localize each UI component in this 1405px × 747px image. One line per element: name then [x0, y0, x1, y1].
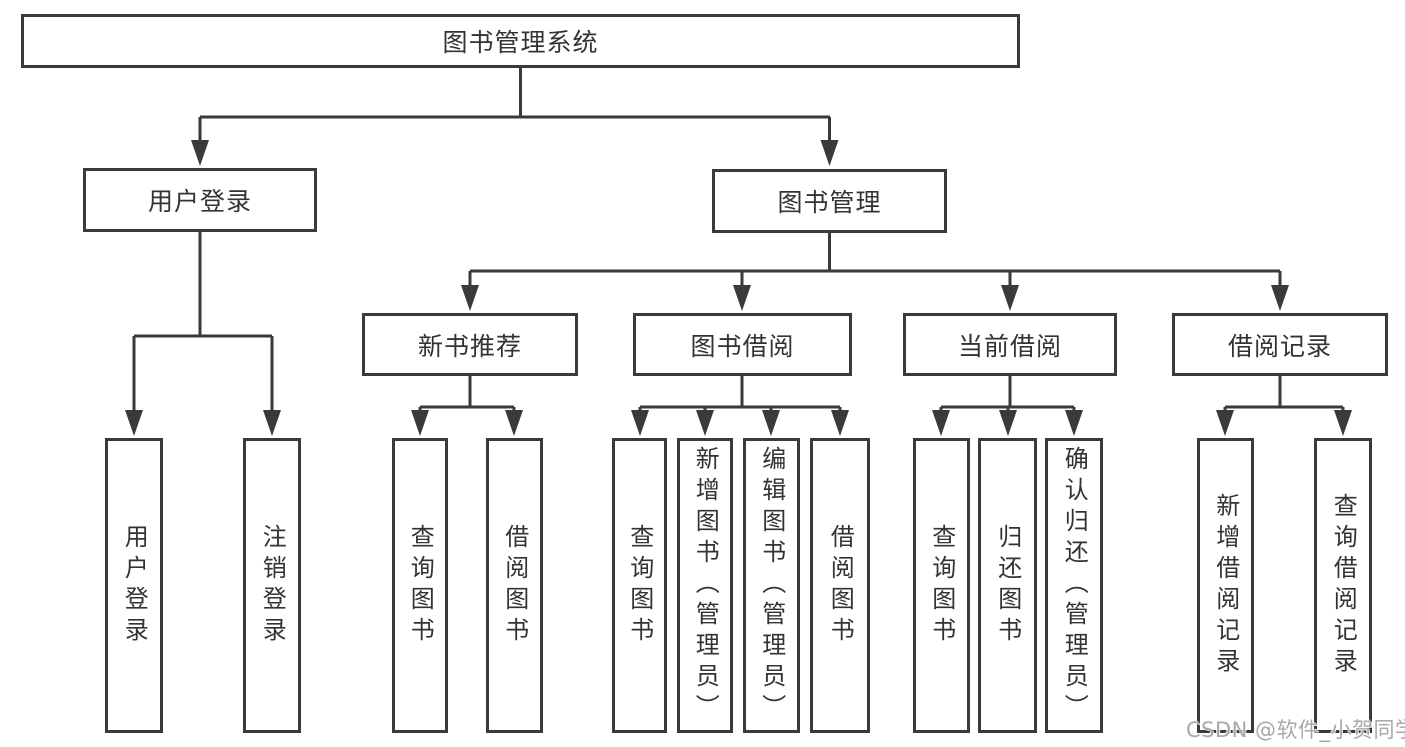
arrow-down-icon [733, 285, 751, 311]
node-label: 用户登录 [120, 523, 149, 648]
node-user-login: 用户登录 [83, 168, 317, 232]
leaf-bb-borrow-books: 借阅图书 [810, 438, 870, 733]
leaf-bb-edit-books-admin: 编辑图书（管理员） [743, 438, 800, 733]
watermark: CSDN @软件_小贺同学 [1186, 718, 1405, 742]
arrow-down-icon [505, 410, 523, 436]
node-label: 借阅记录 [1227, 331, 1332, 361]
node-label: 图书管理 [777, 188, 882, 217]
node-label: 查询图书 [927, 523, 956, 648]
node-label: 确认归还（管理员） [1060, 446, 1089, 725]
node-book-borrow: 图书借阅 [633, 313, 852, 376]
user-login-connector [125, 232, 281, 436]
arrow-down-icon [932, 410, 950, 436]
current-borrow-connector [932, 376, 1083, 436]
leaf-cb-confirm-return-admin: 确认归还（管理员） [1045, 438, 1103, 733]
leaf-br-add-record: 新增借阅记录 [1197, 438, 1254, 733]
node-label: 编辑图书（管理员） [757, 446, 786, 725]
node-label: 图书借阅 [690, 331, 795, 361]
node-label: 图书管理系统 [442, 28, 599, 57]
arrow-down-icon [411, 410, 429, 436]
node-book-management: 图书管理 [712, 169, 947, 233]
arrow-down-icon [1001, 285, 1019, 311]
arrow-down-icon [820, 140, 839, 166]
arrow-down-icon [125, 410, 143, 436]
node-label: 借阅图书 [500, 523, 529, 648]
node-label: 查询借阅记录 [1329, 492, 1358, 679]
node-new-book-recommend: 新书推荐 [362, 313, 578, 376]
book-management-connector [461, 233, 1289, 311]
leaf-br-query-record: 查询借阅记录 [1314, 438, 1372, 733]
arrow-down-icon [461, 285, 479, 311]
arrow-down-icon [263, 410, 281, 436]
node-label: 新书推荐 [417, 331, 522, 361]
leaf-logout: 注销登录 [243, 438, 301, 733]
borrow-records-connector [1216, 376, 1352, 436]
root-connector [191, 68, 839, 166]
arrow-down-icon [1334, 410, 1352, 436]
node-label: 用户登录 [147, 187, 252, 216]
node-label: 新增借阅记录 [1211, 492, 1240, 679]
leaf-cb-return-books: 归还图书 [978, 438, 1037, 733]
node-label: 注销登录 [258, 523, 287, 648]
arrow-down-icon [631, 410, 649, 436]
book-borrow-connector [631, 376, 849, 436]
leaf-nb-query-books: 查询图书 [392, 438, 448, 733]
node-label: 查询图书 [625, 523, 654, 648]
node-label: 借阅图书 [826, 523, 855, 648]
arrow-down-icon [762, 410, 780, 436]
new-book-recommend-connector [411, 376, 523, 436]
arrow-down-icon [696, 410, 714, 436]
node-current-borrow: 当前借阅 [903, 313, 1117, 376]
node-label: 新增图书（管理员） [691, 446, 720, 725]
node-borrow-records: 借阅记录 [1172, 313, 1388, 376]
arrow-down-icon [999, 410, 1017, 436]
node-label: 查询图书 [406, 523, 435, 648]
arrow-down-icon [1065, 410, 1083, 436]
leaf-bb-query-books: 查询图书 [612, 438, 667, 733]
node-root-system: 图书管理系统 [21, 14, 1020, 68]
arrow-down-icon [1271, 285, 1289, 311]
leaf-user-login: 用户登录 [105, 438, 163, 733]
arrow-down-icon [831, 410, 849, 436]
leaf-cb-query-books: 查询图书 [913, 438, 970, 733]
node-label: 归还图书 [993, 523, 1022, 648]
arrow-down-icon [1216, 410, 1234, 436]
leaf-nb-borrow-books: 借阅图书 [486, 438, 543, 733]
leaf-bb-add-books-admin: 新增图书（管理员） [677, 438, 733, 733]
arrow-down-icon [191, 140, 209, 166]
node-label: 当前借阅 [957, 331, 1062, 361]
